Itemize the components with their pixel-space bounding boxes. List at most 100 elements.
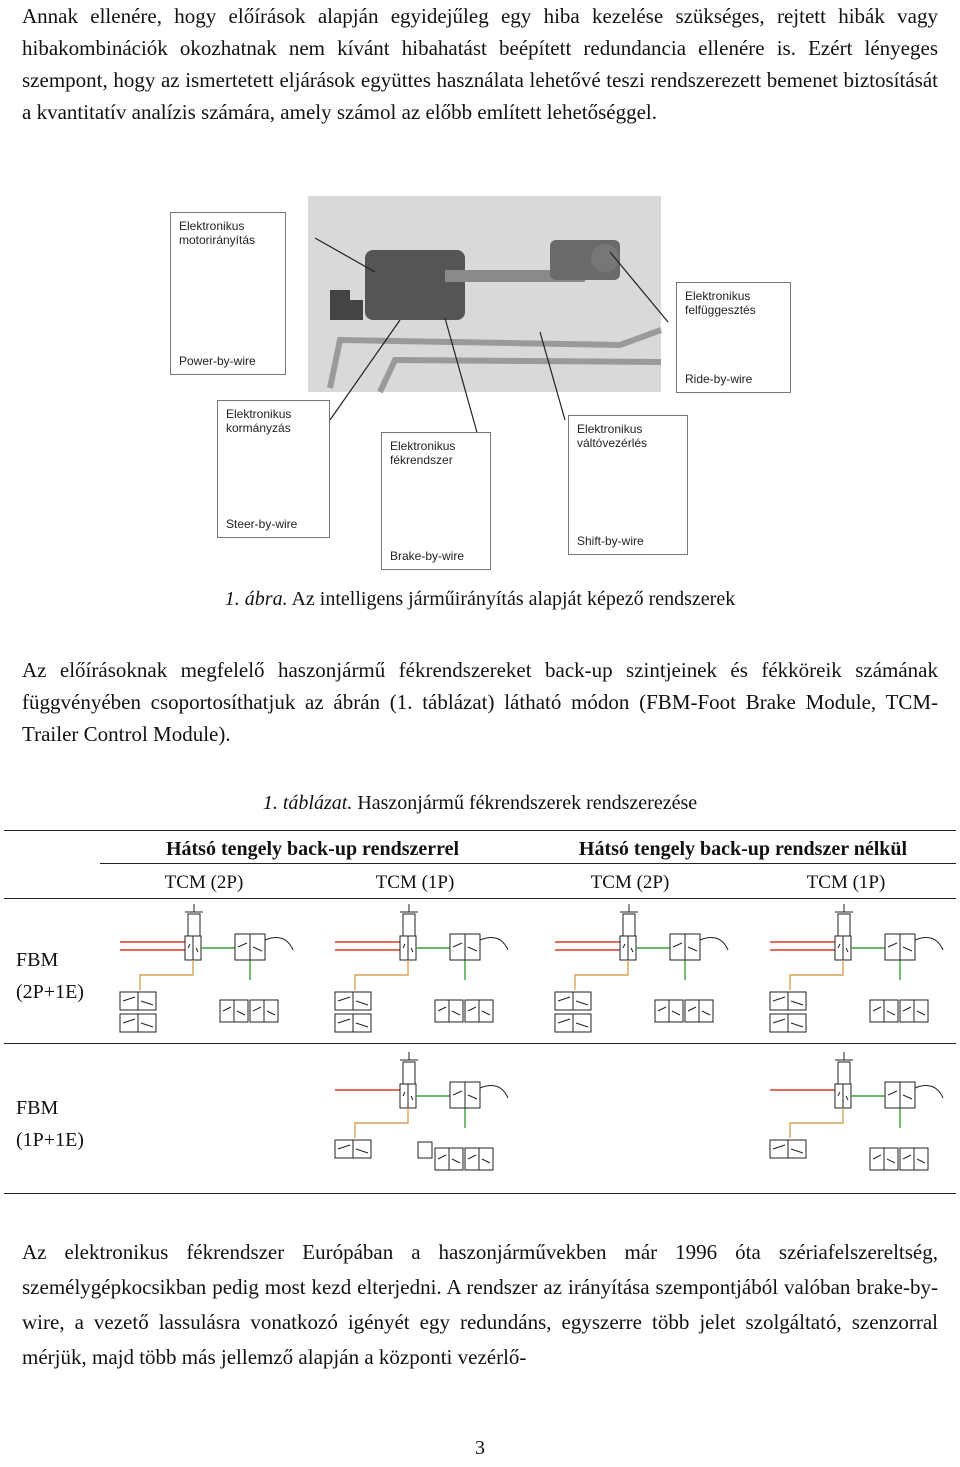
row-2-line-2: (1P+1E) [16, 1129, 84, 1151]
brake-by-wire-label: Brake-by-wire [390, 549, 465, 563]
schematic-r1c2-fbm-pedal [402, 913, 416, 937]
schematic-r1c4-fbm-pedal [837, 913, 851, 937]
schematic-r1c2-axle-module-arrow [437, 1006, 461, 1016]
schematic-r2c2-tcm-coupling [479, 1085, 509, 1099]
schematic-r2c2-axle-module-2-arrow [467, 1154, 491, 1164]
group-header-with-backup: Hátsó tengely back-up rendszerrel [165, 838, 460, 860]
schematic-r1c2-rear-modulator-arrow [337, 1018, 369, 1028]
schematic-r1c3-mechanical-line [574, 960, 629, 990]
schematic-r2c4-mechanical-line [789, 1108, 844, 1138]
table-group-rule [100, 863, 956, 864]
schematic-r1c2-mechanical-line [354, 960, 409, 990]
schematic-r2c4-tcm-module-arrow [887, 1090, 913, 1100]
schematic-r2c4-front-modulator-arrow [772, 1144, 804, 1154]
schematic-r1c3-axle-module-arrow [657, 1006, 681, 1016]
schematic-r1c4-tcm-coupling [914, 937, 944, 951]
group-header-without-backup: Hátsó tengely back-up rendszer nélkül [578, 838, 908, 860]
connector-lines [314, 237, 669, 437]
shift-by-wire-label: Shift-by-wire [577, 534, 644, 548]
schematic-r1c2-front-modulator-arrow [337, 996, 369, 1006]
brake-title-2: fékrendszer [390, 453, 453, 467]
schematic-r1c1-mechanical-line [139, 960, 194, 990]
schematic-r1c4-fbm-valve-arrow [837, 943, 849, 953]
closing-paragraph: Az elektronikus fékrendszer Európában a … [22, 1240, 938, 1369]
figure-caption-label: 1. ábra. [224, 588, 288, 610]
schematic-r1c1-tcm-coupling [264, 937, 294, 951]
page-number: 3 [475, 1437, 485, 1459]
schematic-r1c3-fbm-pedal [622, 913, 636, 937]
schematic-r1c2-tcm-coupling [479, 937, 509, 951]
shift-title-1: Elektronikus [577, 422, 643, 436]
schematic-r2c4-fbm-valve-arrow [837, 1091, 849, 1101]
schematic-r1c1-rear-modulator-arrow [122, 1018, 154, 1028]
schematic-r1c3-front-modulator-arrow [557, 996, 589, 1006]
schematic-r1c1-fbm-pedal [187, 913, 201, 937]
row-label-fbm-2p1e: FBM (2P+1E) [16, 944, 84, 1008]
schematic-r2c2-tcm-module-arrow [452, 1090, 478, 1100]
engine-control-title-1: Elektronikus [179, 219, 245, 233]
schematic-r1c2-axle-module-2-arrow [467, 1006, 491, 1016]
table-caption: 1. táblázat. Haszonjármű fékrendszerek r… [0, 792, 960, 815]
schematic-r1c1-axle-module-arrow [222, 1006, 246, 1016]
schematic-r1c3-fbm-pedal-lever [620, 904, 638, 913]
schematic-r1c3-rear-modulator-arrow [557, 1018, 589, 1028]
schematic-r2c4-axle-module-arrow [872, 1154, 896, 1164]
schematic-r1c1-axle-module-2-arrow [252, 1006, 276, 1016]
figure-caption: 1. ábra. Az intelligens járműirányítás a… [0, 588, 960, 611]
schematic-r2c2-fbm-valve-arrow [402, 1091, 414, 1101]
schematic-r1c2-fbm-pedal-lever [400, 904, 418, 913]
intro-paragraph: Annak ellenére, hogy előírások alapján e… [22, 4, 938, 124]
row-2-line-1: FBM [16, 1097, 59, 1119]
schematic-r1c2-tcm-module-arrow [452, 942, 478, 952]
schematic-r1c4-axle-module-arrow [872, 1006, 896, 1016]
col-header-2: TCM (1P) [375, 872, 455, 893]
row-label-fbm-1p1e: FBM (1P+1E) [16, 1092, 84, 1156]
schematic-r1c4-mechanical-line [789, 960, 844, 990]
figure-caption-text: Az intelligens járműirányítás alapját ké… [287, 588, 736, 610]
suspension-title-2: felfüggesztés [685, 303, 756, 317]
schematic-r1c1-fbm-valve-arrow [187, 943, 199, 953]
schematic-r2c2-fbm-pedal-lever [400, 1052, 418, 1061]
col-header-3: TCM (2P) [590, 872, 670, 893]
table-caption-text: Haszonjármű fékrendszerek rendszerezése [352, 792, 698, 814]
row-1-line-2: (2P+1E) [16, 981, 84, 1003]
chassis-frame [327, 327, 663, 394]
table-top-rule [4, 830, 956, 831]
schematic-r1c1-fbm-pedal-lever [185, 904, 203, 913]
schematic-r1c4-axle-module-2-arrow [902, 1006, 926, 1016]
schematic-r1c3-tcm-module-arrow [672, 942, 698, 952]
schematic-r2c2-axle-module-arrow [437, 1154, 461, 1164]
row-1-line-1: FBM [16, 949, 59, 971]
schematic-r1c4-rear-modulator-arrow [772, 1018, 804, 1028]
table-caption-label: 1. táblázat. [262, 792, 353, 814]
schematic-r1c4-fbm-pedal-lever [835, 904, 853, 913]
suspension-title-1: Elektronikus [685, 289, 751, 303]
schematic-r1c4-tcm-module-arrow [887, 942, 913, 952]
middle-paragraph: Az előírásoknak megfelelő haszonjármű fé… [22, 658, 938, 746]
drivetrain [330, 240, 620, 320]
shift-title-2: váltóvezérlés [577, 436, 648, 450]
col-header-4: TCM (1P) [806, 872, 886, 893]
steering-title-1: Elektronikus [226, 407, 292, 421]
schematic-r2c2-front-modulator-arrow [337, 1144, 369, 1154]
brake-title-1: Elektronikus [390, 439, 456, 453]
power-by-wire-label: Power-by-wire [179, 354, 256, 368]
table-bottom-rule [4, 1193, 956, 1194]
schematic-r2c2-mechanical-line [354, 1108, 409, 1138]
table-header-rule [4, 898, 956, 899]
ride-by-wire-label: Ride-by-wire [685, 372, 753, 386]
schematic-r2c4-axle-module-2-arrow [902, 1154, 926, 1164]
engine-control-title-2: motorirányítás [179, 233, 256, 247]
col-header-1: TCM (2P) [164, 872, 244, 893]
schematic-r1c3-fbm-valve-arrow [622, 943, 634, 953]
pressure-sensor-icon [417, 1141, 433, 1159]
schematic-r2c4-fbm-pedal-lever [835, 1052, 853, 1061]
steer-by-wire-label: Steer-by-wire [226, 517, 298, 531]
schematic-r1c3-axle-module-2-arrow [687, 1006, 711, 1016]
